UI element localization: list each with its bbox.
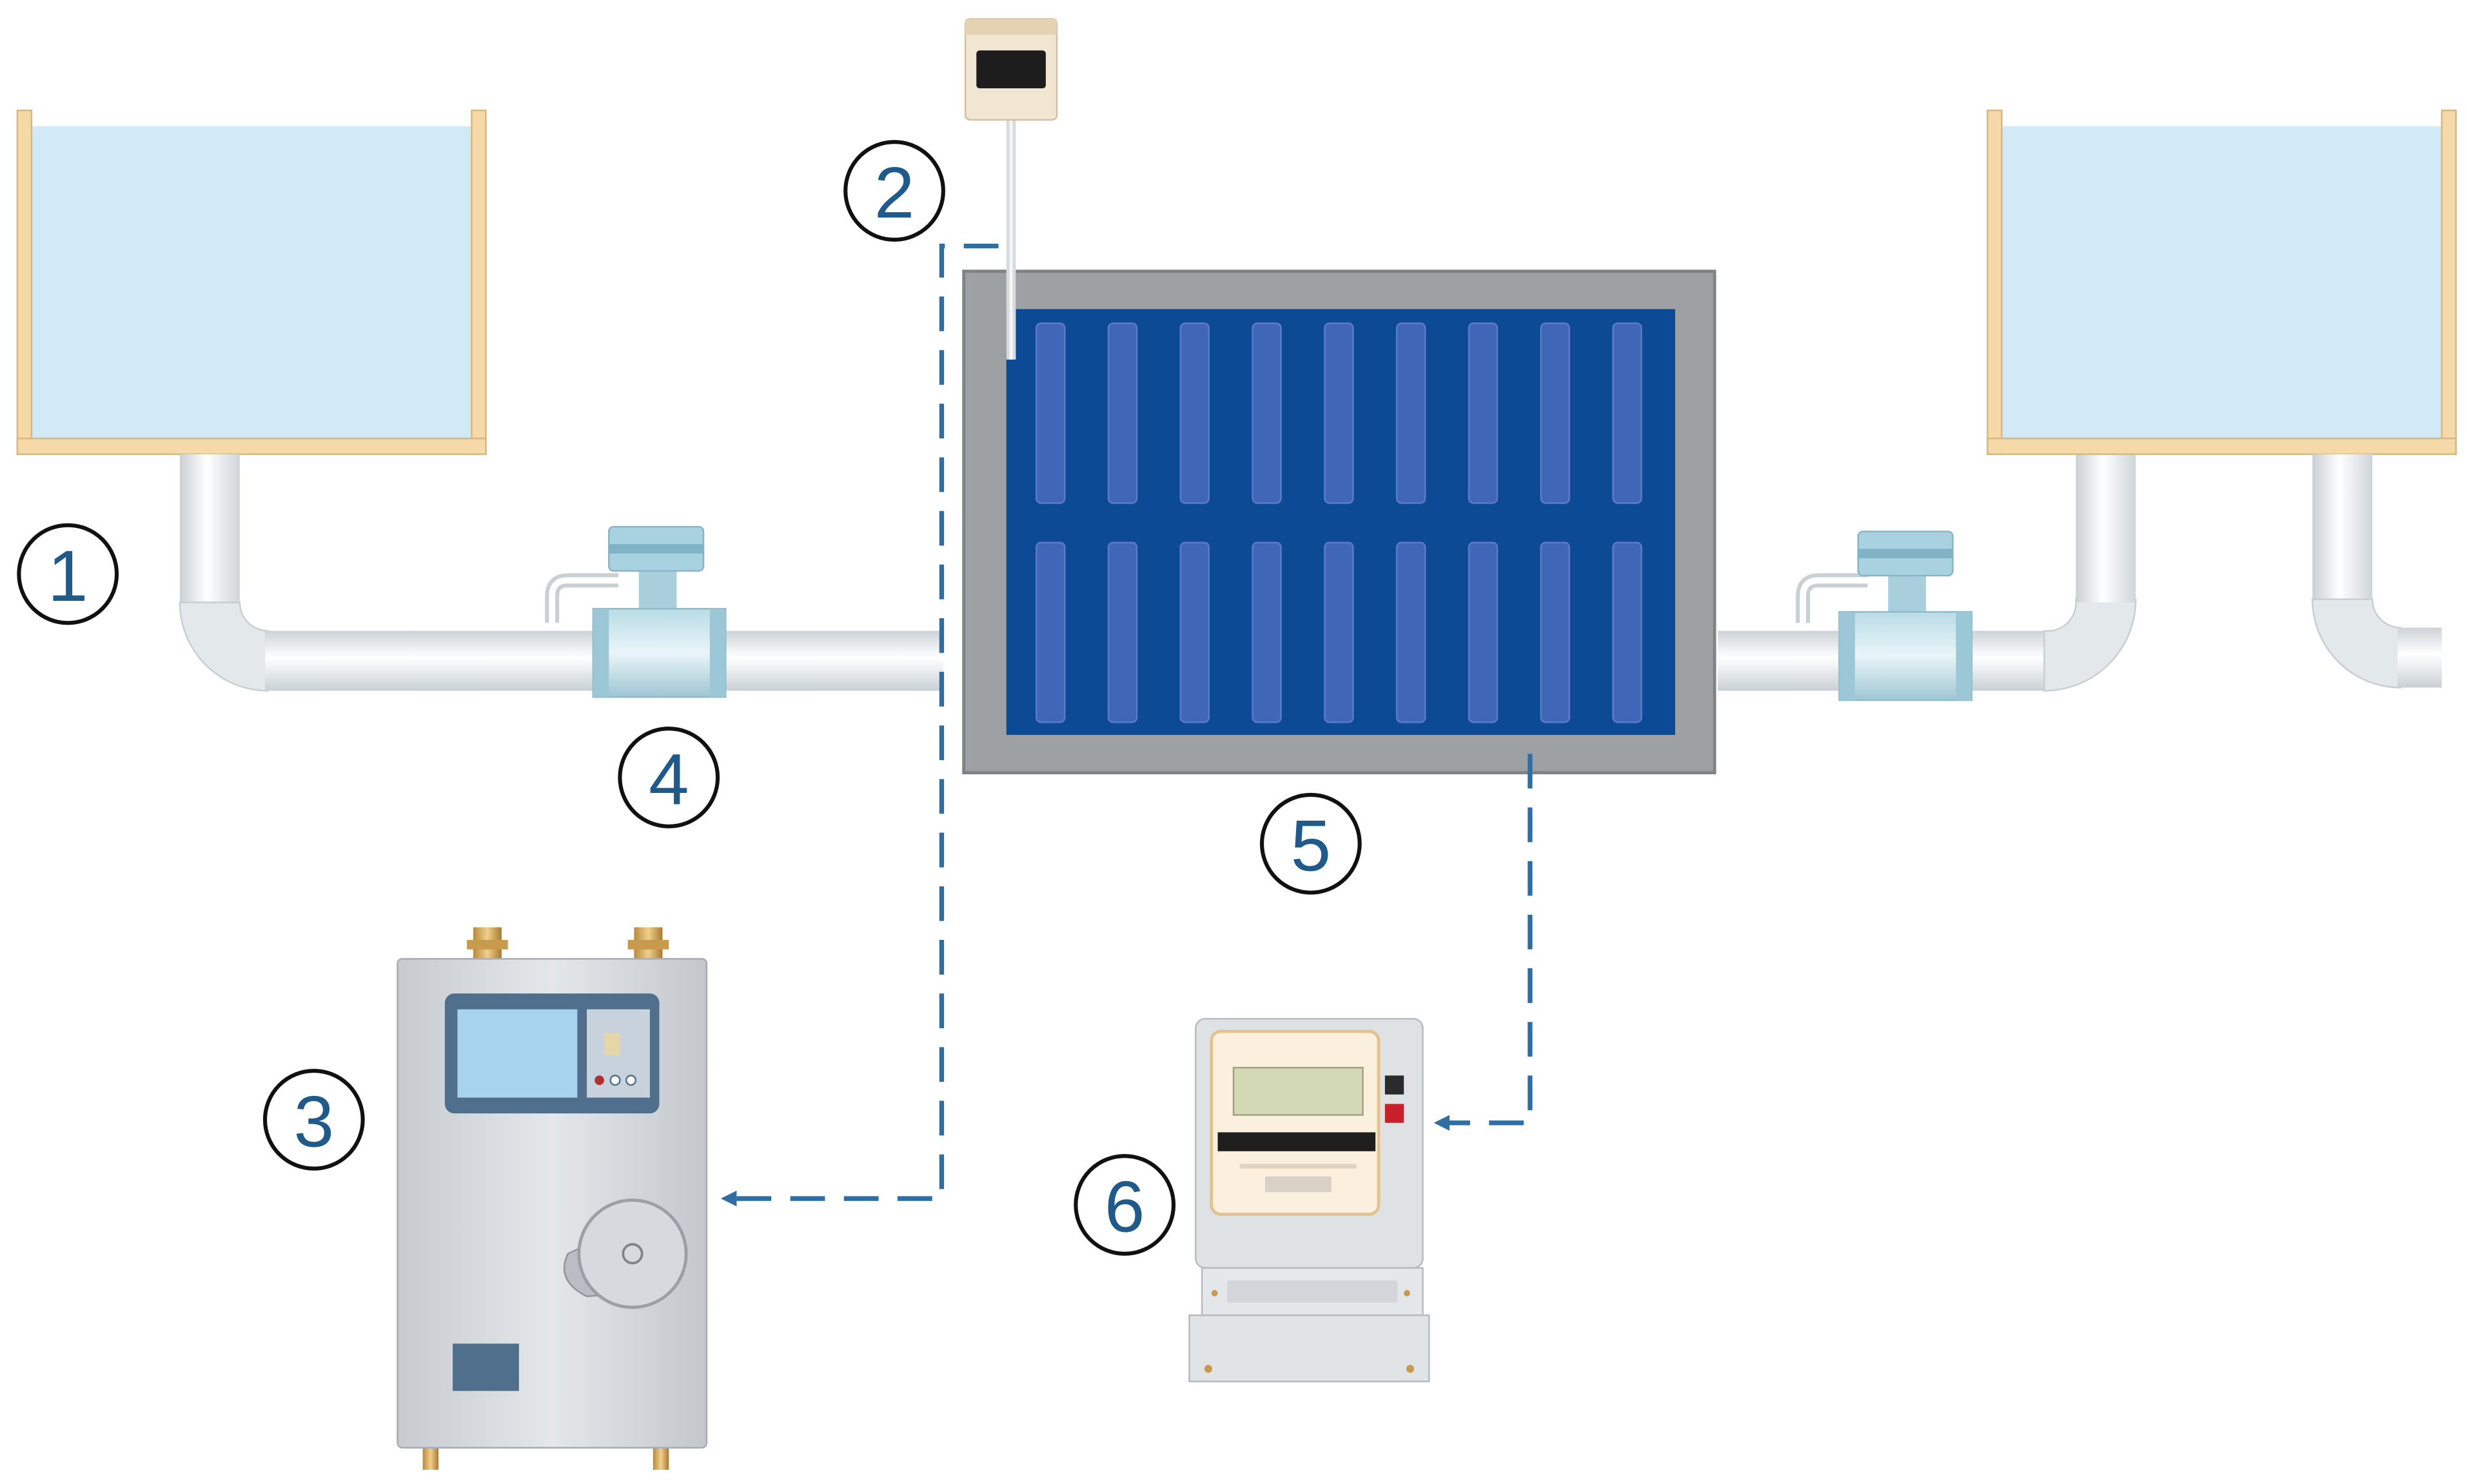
temperature-sensor	[964, 18, 1058, 360]
return-pipe	[2312, 454, 2442, 688]
right-water-tank	[1987, 110, 2457, 455]
panel-cell	[1179, 322, 1210, 504]
label-4-text: 4	[649, 739, 689, 820]
label-6-text: 6	[1105, 1166, 1145, 1247]
panel-cell	[1252, 542, 1282, 723]
panel-cells	[1035, 322, 1642, 723]
electricity-meter	[1188, 1018, 1430, 1383]
label-6: 6	[1074, 1154, 1176, 1256]
label-5: 5	[1259, 792, 1362, 895]
panel-cell	[1107, 542, 1138, 723]
right-flow-meter	[1796, 531, 1973, 701]
panel-cell	[1395, 542, 1426, 723]
panel-cell	[1468, 542, 1499, 723]
label-1-text: 1	[48, 535, 88, 616]
left-tank-wall-right	[471, 110, 487, 455]
label-2: 2	[843, 140, 945, 242]
panel-cell	[1612, 542, 1642, 723]
panel-to-meter-connector	[1433, 754, 1533, 1131]
left-tank-wall-left	[16, 110, 33, 455]
label-1: 1	[17, 523, 119, 625]
panel-cell	[1540, 322, 1571, 504]
panel-cell	[1395, 322, 1426, 504]
panel-cell	[1252, 322, 1282, 504]
label-5-text: 5	[1291, 805, 1332, 886]
heat-exchanger-panel	[962, 269, 1716, 775]
panel-cell	[1035, 542, 1066, 723]
sensor-to-cabinet-connector	[720, 243, 999, 1207]
left-flow-meter	[545, 525, 727, 698]
left-tank-water	[26, 126, 475, 439]
panel-cell	[1107, 322, 1138, 504]
left-water-tank	[16, 110, 487, 455]
panel-cell	[1468, 322, 1499, 504]
panel-cell	[1179, 542, 1210, 723]
panel-cell	[1324, 542, 1354, 723]
left-tank-floor	[16, 437, 487, 455]
label-2-text: 2	[874, 152, 915, 233]
right-outlet-pipe	[1718, 454, 2137, 692]
data-logger-cabinet	[397, 927, 708, 1470]
panel-cell	[1324, 322, 1354, 504]
left-inlet-pipe	[179, 454, 943, 692]
label-4: 4	[618, 727, 720, 828]
panel-cell	[1035, 322, 1066, 504]
label-3: 3	[262, 1068, 365, 1171]
label-3-text: 3	[294, 1080, 335, 1162]
panel-cell	[1612, 322, 1642, 504]
panel-cell	[1540, 542, 1571, 723]
